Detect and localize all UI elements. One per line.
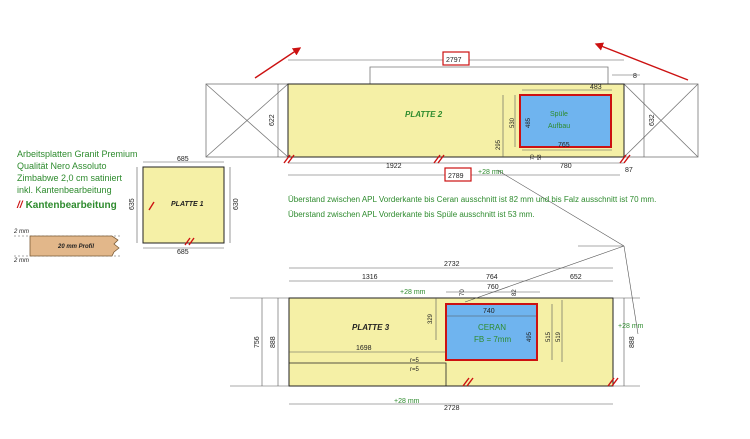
- dim-495: 495: [527, 331, 533, 342]
- dim-765: 765: [558, 142, 570, 149]
- note-2: Überstand zwischen APL Vorderkante bis S…: [288, 210, 535, 219]
- dim-630: 630: [233, 198, 240, 210]
- dim-1698: 1698: [356, 345, 372, 352]
- overhang-bottom: +28 mm: [394, 398, 420, 405]
- dim-2732: 2732: [444, 261, 460, 268]
- dim-8: 8: [633, 73, 637, 80]
- dim-685-top: 685: [177, 156, 189, 163]
- platte-2-edge-marks: [283, 154, 631, 164]
- overhang-right: +28 mm: [618, 323, 644, 330]
- kanten-label: Kantenbearbeitung: [25, 200, 117, 211]
- dim-685-bottom: 685: [177, 249, 189, 256]
- dim-70: 70: [530, 154, 536, 160]
- ceran-cutout: [445, 303, 538, 361]
- platte-2: PLATTE 2 Spüle Aufbau 2797 2789 1922 780…: [205, 42, 699, 182]
- overall-box: [442, 51, 470, 66]
- dim-2789: 2789: [448, 173, 464, 180]
- dim-519: 519: [556, 331, 562, 342]
- radius-2: r=5: [410, 367, 420, 373]
- ceran-label-2: FB = 7mm: [474, 335, 511, 344]
- legend-line-4: inkl. Kantenbearbeitung: [17, 185, 112, 195]
- dim-295: 295: [496, 139, 502, 150]
- edge-mark-icon: //: [17, 200, 23, 211]
- legend-line-3: Zimbabwe 2,0 cm satiniert: [17, 173, 123, 183]
- dim-652: 652: [570, 274, 582, 281]
- dim-764: 764: [486, 274, 498, 281]
- overhang-left: +28 mm: [400, 289, 426, 296]
- kantenbearbeitung-legend: //Kantenbearbeitung: [17, 200, 117, 211]
- dim-530: 530: [510, 117, 516, 128]
- platte-3-edge-marks: [462, 377, 619, 387]
- legend-line-1: Arbeitsplatten Granit Premium: [17, 149, 138, 159]
- dim-632: 632: [649, 114, 656, 126]
- dim-515: 515: [546, 331, 552, 342]
- dim-635: 635: [129, 198, 136, 210]
- profile-bottom-thickness: 2 mm: [13, 258, 29, 264]
- dim-483: 483: [590, 84, 602, 91]
- bottom-total-box: [444, 167, 472, 182]
- dim-1922: 1922: [386, 163, 402, 170]
- dim-780: 780: [560, 163, 572, 170]
- platte-1-label: PLATTE 1: [171, 201, 204, 208]
- right-cabinet: [623, 83, 699, 158]
- platte-2-label: PLATTE 2: [405, 110, 443, 119]
- dim-756: 756: [254, 336, 261, 348]
- wall-arrows: [254, 42, 689, 81]
- ceran-label-1: CERAN: [478, 323, 506, 332]
- dim-70-b: 70: [460, 289, 466, 296]
- dim-485: 485: [526, 117, 532, 128]
- dim-760: 760: [487, 284, 499, 291]
- platte-3-notch: [289, 362, 447, 386]
- dim-1316: 1316: [362, 274, 378, 281]
- overhang-notes: Überstand zwischen APL Vorderkante bis C…: [288, 192, 656, 222]
- note-1: Überstand zwischen APL Vorderkante bis C…: [288, 195, 657, 204]
- platte-1: PLATTE 1 685 685 635 630: [129, 156, 240, 256]
- profile-top-thickness: 2 mm: [13, 229, 29, 235]
- dim-2728: 2728: [444, 405, 460, 412]
- dim-87: 87: [625, 167, 633, 174]
- radius-1: r=5: [410, 358, 420, 364]
- legend-line-2: Qualität Nero Assoluto: [17, 161, 107, 171]
- spuele-label-2: Aufbau: [548, 123, 570, 130]
- dim-622: 622: [269, 114, 276, 126]
- platte-3-label: PLATTE 3: [352, 323, 390, 332]
- platte-1-slab: [142, 166, 225, 244]
- dim-overhang: +28 mm: [478, 169, 504, 176]
- dim-2797: 2797: [446, 57, 462, 64]
- dim-82: 82: [512, 289, 518, 296]
- platte-2-dimensions: [277, 59, 645, 176]
- dim-888-left: 888: [270, 336, 277, 348]
- material-legend: Arbeitsplatten Granit Premium Qualität N…: [17, 148, 138, 196]
- platte-3: PLATTE 3 CERAN FB = 7mm 2732 1316 764 65…: [230, 169, 644, 412]
- dim-53: 53: [537, 154, 543, 160]
- dim-740: 740: [483, 308, 495, 315]
- spuele-label-1: Spüle: [550, 111, 568, 118]
- dim-888-right: 888: [629, 336, 636, 348]
- wall-outline: [288, 66, 624, 85]
- dim-329: 329: [428, 313, 434, 324]
- spuele-cutout: [519, 94, 612, 148]
- edge-profile: 20 mm Profil 2 mm 2 mm: [13, 229, 120, 264]
- profile-label: 20 mm Profil: [57, 244, 94, 250]
